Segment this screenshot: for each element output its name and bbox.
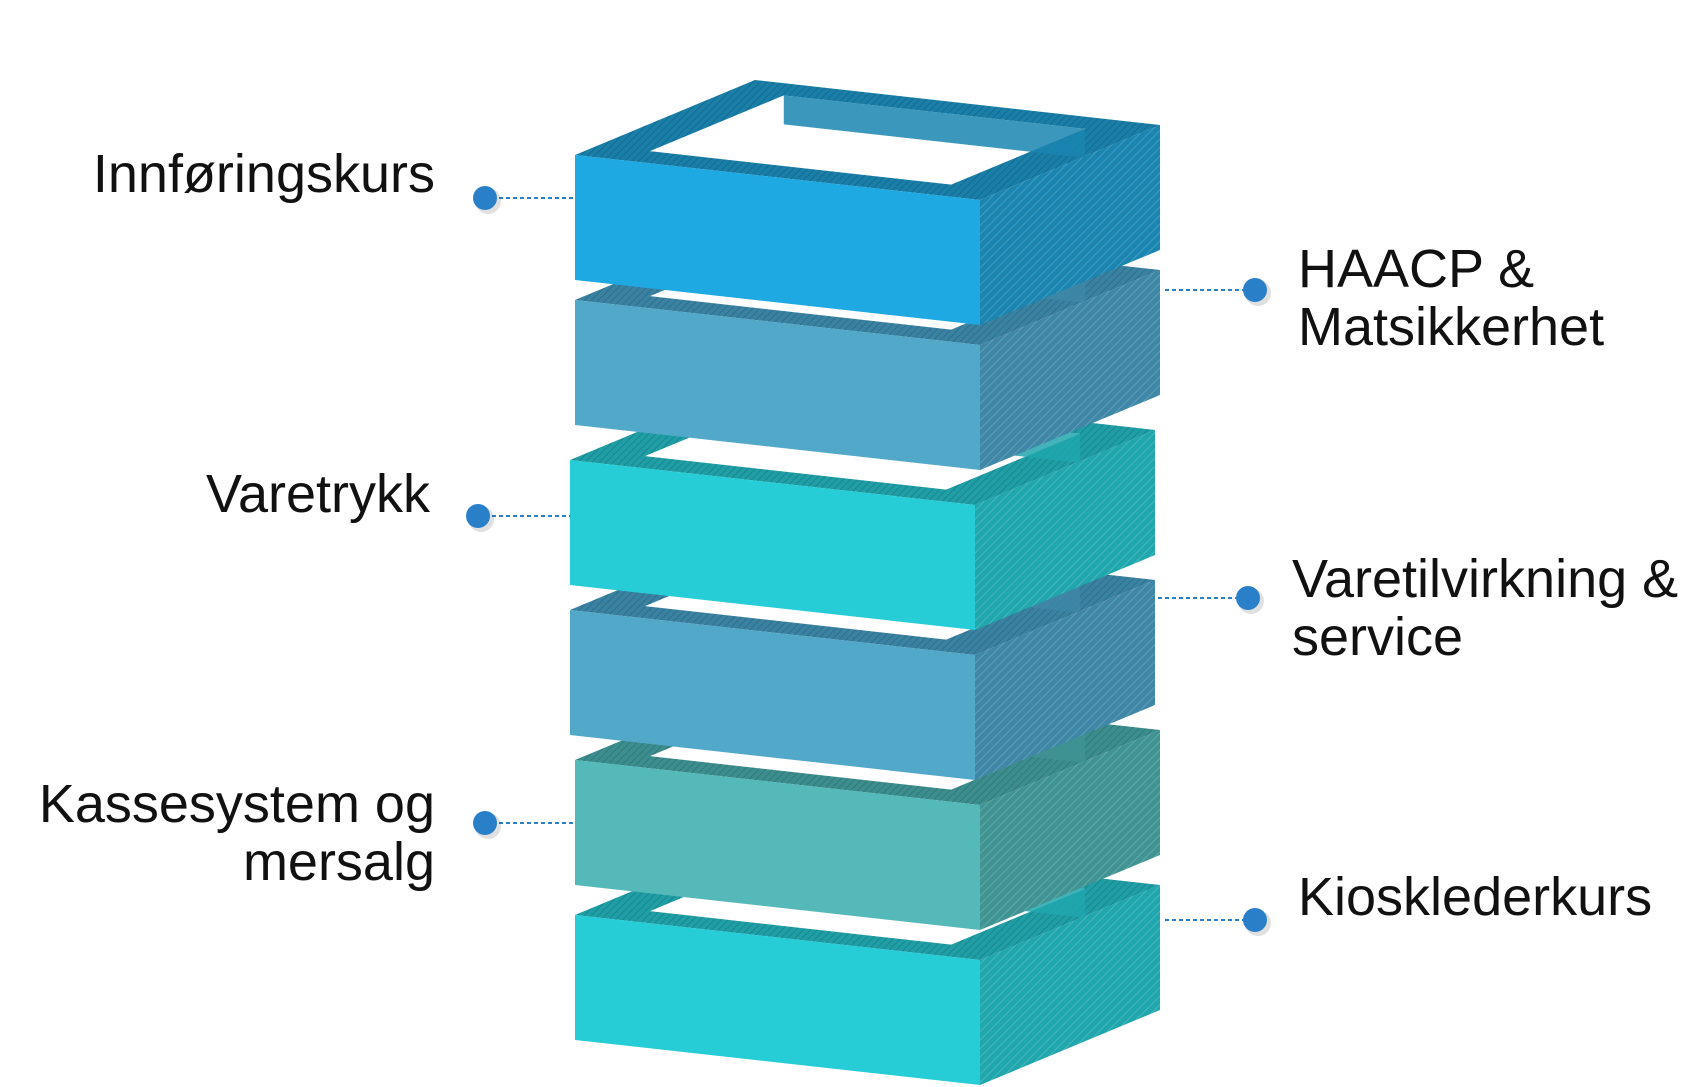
connector-l4 — [1158, 586, 1264, 614]
layer-front-face — [575, 760, 980, 930]
label-l3: Varetrykk — [206, 465, 430, 523]
layer-side-texture — [975, 430, 1155, 630]
label-line: Kioskleder­kurs — [1298, 867, 1653, 927]
layer-side-texture — [975, 580, 1155, 780]
label-line: Kassesystem og — [38, 774, 435, 834]
layer-front-face — [575, 915, 980, 1085]
connector-dot — [1236, 586, 1260, 610]
label-line: Matsikkerhet — [1298, 297, 1605, 357]
layer-front-face — [575, 300, 980, 470]
layer-l1 — [575, 80, 1160, 325]
layer-top-texture — [575, 80, 1160, 200]
label-line: Varetilvirkning & — [1292, 549, 1679, 609]
connector-dot — [466, 504, 490, 528]
connector-dot — [1243, 278, 1267, 302]
connector-dot — [1243, 908, 1267, 932]
connector-l2 — [1165, 278, 1271, 306]
label-line: Varetrykk — [205, 464, 430, 524]
layer-front-face — [570, 610, 975, 780]
connector-l1 — [473, 186, 575, 214]
layer-l6 — [575, 840, 1160, 1085]
label-line: Innføringskurs — [92, 144, 435, 204]
connector-l3 — [466, 504, 570, 532]
layer-side-texture — [980, 270, 1160, 470]
connector-l5 — [473, 811, 575, 839]
label-l2: HAACP &Matsikkerhet — [1298, 240, 1604, 356]
connector-dot — [473, 811, 497, 835]
layer-front-face — [570, 460, 975, 630]
layer-side-texture — [980, 885, 1160, 1085]
label-line: service — [1292, 607, 1464, 667]
label-l6: Kioskleder­kurs — [1298, 868, 1652, 926]
connector-l6 — [1165, 908, 1271, 936]
label-l1: Innføringskurs — [93, 145, 435, 203]
layer-side-texture — [980, 730, 1160, 930]
label-line: HAACP & — [1298, 239, 1535, 299]
layer-side-texture — [980, 125, 1160, 325]
label-line: mersalg — [242, 832, 435, 892]
connector-dot — [473, 186, 497, 210]
layer-inner-wall — [783, 95, 1086, 158]
label-l4: Varetilvirkning &service — [1292, 550, 1678, 666]
layer-front-face — [575, 155, 980, 325]
